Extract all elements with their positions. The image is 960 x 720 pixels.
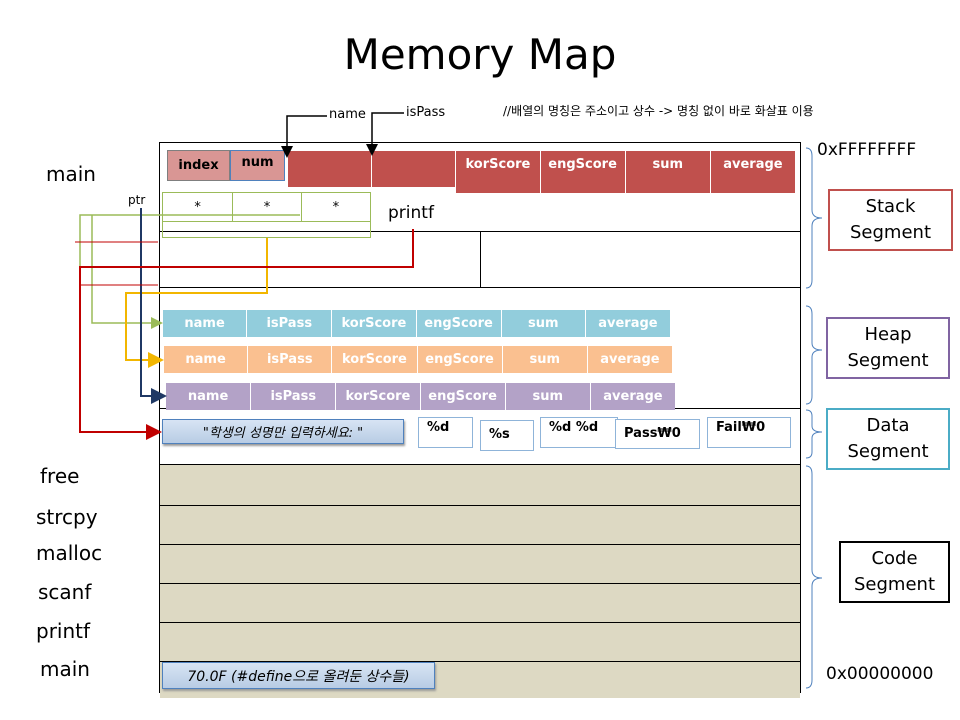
heap-purple-korscore: korScore bbox=[336, 383, 421, 410]
stack-segment-line1: Stack bbox=[865, 196, 916, 217]
heap-purple-name: name bbox=[166, 383, 252, 410]
code-row-strcpy bbox=[160, 506, 800, 545]
name-pointer-arrow bbox=[281, 115, 327, 158]
code-row-printf bbox=[160, 623, 800, 662]
label-main-stack: main bbox=[46, 162, 96, 186]
note-text: //배열의 명칭은 주소이고 상수 -> 명칭 없이 바로 화살표 이용 bbox=[503, 104, 814, 118]
data-fmt-d: %d bbox=[418, 417, 473, 448]
heap-orange-name: name bbox=[164, 346, 249, 373]
label-strcpy: strcpy bbox=[36, 505, 98, 529]
green-pointer-arrow bbox=[79, 214, 300, 323]
data-segment-line1: Data bbox=[866, 415, 910, 436]
code-segment-line2: Segment bbox=[854, 574, 935, 595]
code-brace bbox=[805, 465, 823, 689]
label-malloc: malloc bbox=[36, 541, 103, 565]
address-bottom: 0x00000000 bbox=[826, 664, 934, 684]
data-segment-line2: Segment bbox=[847, 441, 929, 462]
heap-brace bbox=[805, 305, 823, 405]
ptr-cell-1: * bbox=[163, 193, 234, 222]
page-title: Memory Map bbox=[343, 30, 617, 79]
data-brace bbox=[805, 409, 823, 459]
heap-orange-engscore: engScore bbox=[417, 346, 503, 373]
stack-vertical-divider bbox=[480, 231, 481, 287]
ptr-cell-2: * bbox=[233, 193, 302, 222]
code-segment-area bbox=[160, 464, 800, 698]
heap-purple-ispass: isPass bbox=[251, 383, 337, 410]
stack-cell-korscore: korScore bbox=[456, 151, 541, 193]
label-free: free bbox=[40, 464, 80, 488]
heap-blue-sum: sum bbox=[501, 310, 586, 337]
heap-orange-sum: sum bbox=[502, 346, 588, 373]
heap-blue-korscore: korScore bbox=[332, 310, 417, 337]
stack-brace bbox=[805, 147, 823, 289]
data-pass-string: Pass₩0 bbox=[615, 419, 700, 449]
stack-cell-ispass bbox=[372, 151, 457, 187]
heap-blue-ispass: isPass bbox=[247, 310, 333, 337]
code-literal: 70.0F (#define으로 올려둔 상수들) bbox=[162, 662, 435, 689]
heap-purple-engscore: engScore bbox=[420, 383, 506, 410]
data-prompt-string: "학생의 성명만 입력하세요: " bbox=[162, 419, 404, 444]
heap-blue-name: name bbox=[163, 310, 248, 337]
heap-purple-sum: sum bbox=[505, 383, 591, 410]
stack-cell-name bbox=[288, 151, 373, 187]
stack-segment-line2: Segment bbox=[850, 222, 931, 243]
navy-pointer-arrow bbox=[140, 208, 167, 404]
label-ispass-pointer: isPass bbox=[406, 105, 446, 120]
stack-divider-2 bbox=[159, 287, 801, 288]
heap-row-orange: name isPass korScore engScore sum averag… bbox=[164, 346, 672, 373]
heap-blue-average: average bbox=[585, 310, 670, 337]
data-fail-string: Fail₩0 bbox=[707, 417, 791, 448]
label-scanf: scanf bbox=[38, 580, 92, 604]
label-ptr: ptr bbox=[128, 193, 146, 207]
stack-num: num bbox=[230, 150, 285, 181]
heap-orange-korscore: korScore bbox=[332, 346, 418, 373]
stack-cell-engscore: engScore bbox=[540, 151, 626, 193]
gold-pointer-arrow bbox=[125, 238, 268, 368]
code-segment-line1: Code bbox=[871, 548, 918, 569]
label-name-pointer: name bbox=[329, 107, 366, 122]
heap-segment-line2: Segment bbox=[847, 350, 929, 371]
code-row-free bbox=[160, 465, 800, 506]
heap-row-blue: name isPass korScore engScore sum averag… bbox=[163, 310, 670, 337]
heap-orange-average: average bbox=[587, 346, 672, 373]
heap-orange-ispass: isPass bbox=[248, 346, 333, 373]
address-top: 0xFFFFFFFF bbox=[817, 140, 917, 160]
code-row-scanf bbox=[160, 584, 800, 623]
stack-index: index bbox=[167, 150, 230, 181]
ispass-pointer-arrow bbox=[366, 112, 404, 156]
label-printf-call: printf bbox=[388, 203, 434, 223]
stack-cell-sum: sum bbox=[625, 151, 711, 193]
heap-purple-average: average bbox=[590, 383, 676, 410]
stack-struct-array: korScore engScore sum average bbox=[288, 151, 795, 193]
data-fmt-dd: %d %d bbox=[540, 417, 618, 448]
code-row-malloc bbox=[160, 545, 800, 584]
heap-blue-engscore: engScore bbox=[416, 310, 502, 337]
stack-cell-average: average bbox=[710, 151, 795, 193]
data-fmt-s: %s bbox=[480, 420, 534, 451]
label-main-code: main bbox=[40, 657, 90, 681]
label-printf: printf bbox=[36, 619, 91, 643]
red-printf-arrow bbox=[79, 229, 414, 440]
heap-segment-line1: Heap bbox=[864, 324, 912, 345]
ptr-cell-3: * bbox=[301, 193, 370, 222]
heap-row-purple: name isPass korScore engScore sum averag… bbox=[166, 383, 676, 410]
